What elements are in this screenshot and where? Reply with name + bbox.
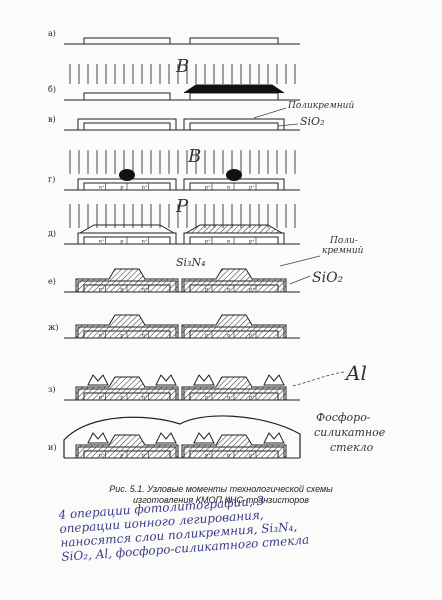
al-contact — [155, 432, 177, 444]
step-label-z: з) — [48, 385, 55, 394]
label-psg-2: силикатное — [314, 426, 386, 439]
region-label: p⁺ — [249, 185, 255, 191]
region-label: p — [120, 185, 123, 191]
al-contact — [87, 374, 109, 386]
step-label-b: б) — [48, 85, 56, 94]
al-contact — [263, 432, 285, 444]
region-label: p⁺ — [205, 239, 211, 245]
region-label: n⁺ — [142, 185, 148, 191]
al-contact — [155, 374, 177, 386]
region-label: p — [120, 239, 123, 245]
silicon-island — [83, 122, 171, 131]
layered-structure — [75, 376, 179, 400]
step-label-a: а) — [48, 29, 56, 38]
step-label-v: в) — [48, 115, 56, 124]
ion-label-b1: B — [175, 56, 189, 77]
caption-line-2: изготовления КМОП КНС-транзисторов — [133, 495, 309, 505]
al-contact — [263, 374, 285, 386]
layered-structure — [75, 268, 179, 292]
oxide-layer — [77, 118, 177, 130]
silicon-island — [189, 92, 279, 101]
al-contact — [193, 432, 215, 444]
label-polysilicon-2a: Поли- — [329, 236, 358, 246]
silicon-island-outline — [64, 37, 300, 45]
step-label-d: д) — [48, 229, 56, 238]
region-label: n — [227, 239, 231, 245]
leader-line — [253, 107, 287, 119]
resist-dot — [226, 169, 242, 181]
ion-label-p: P — [175, 196, 189, 217]
gate-stack — [185, 224, 283, 234]
label-psg-1: Фосфоро- — [316, 411, 371, 424]
region-label: n⁺ — [142, 239, 148, 245]
photoresist-mask — [183, 84, 285, 94]
layered-structure — [75, 314, 179, 338]
oxide-layer — [77, 232, 177, 244]
silicon-island — [189, 122, 279, 131]
label-polysilicon-2b: кремний — [322, 246, 364, 256]
al-contact — [87, 432, 109, 444]
label-psg-3: стекло — [330, 441, 374, 454]
region-label: n — [227, 185, 231, 191]
region-label: p⁺ — [249, 239, 255, 245]
leader-line — [289, 275, 311, 285]
al-contact — [193, 374, 215, 386]
gate-stack — [79, 224, 175, 234]
silicon-island — [83, 92, 171, 101]
ion-label-b2: B — [187, 146, 201, 167]
region-label: n⁺ — [99, 239, 105, 245]
oxide-layer — [183, 118, 285, 130]
region-label: p⁺ — [205, 185, 211, 191]
layered-structure — [181, 376, 287, 400]
leader-line — [277, 123, 299, 127]
step-label-zh: ж) — [48, 323, 58, 332]
layered-structure — [181, 268, 287, 292]
layered-structure — [75, 434, 179, 458]
label-polysilicon-1: Поликремний — [287, 101, 354, 111]
step-label-e: е) — [48, 277, 56, 286]
label-sio2-1: SiO₂ — [300, 115, 324, 128]
layered-structure — [181, 434, 287, 458]
step-label-g: г) — [48, 175, 55, 184]
leader-line — [279, 255, 321, 267]
figure-caption: Рис. 5.1. Узловые моменты технологическо… — [96, 484, 346, 506]
caption-line-1: Рис. 5.1. Узловые моменты технологическо… — [109, 484, 333, 494]
label-sio2-2: SiO₂ — [312, 270, 344, 286]
region-label: n⁺ — [99, 185, 105, 191]
leader-line — [291, 371, 345, 387]
psg-glass-layer — [63, 415, 301, 458]
step-label-i: и) — [48, 443, 56, 452]
resist-dot — [119, 169, 135, 181]
label-si3n4: Si₃N₄ — [176, 256, 206, 269]
label-al: Al — [344, 361, 367, 385]
layered-structure — [181, 314, 287, 338]
